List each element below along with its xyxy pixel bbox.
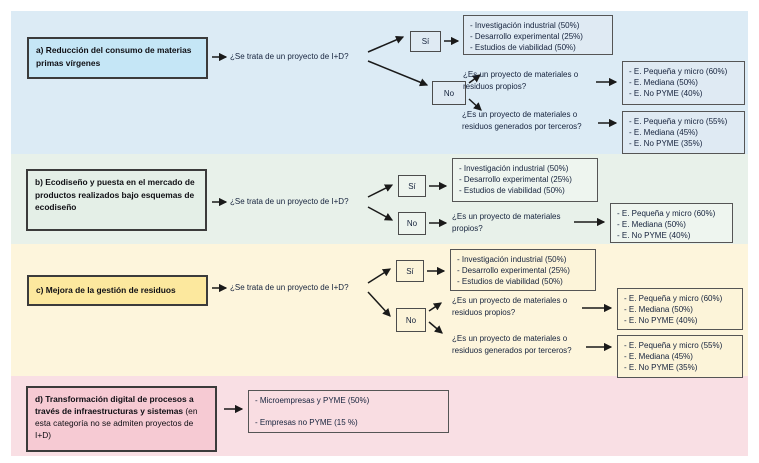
no-node-b: No — [398, 212, 426, 235]
question-isrd-c: ¿Se trata de un proyecto de I+D? — [230, 283, 349, 292]
own-aid-box-a: - E. Pequeña y micro (60%) - E. Mediana … — [622, 61, 745, 105]
aid-box-d: - Microempresas y PYME (50%) - Empresas … — [248, 390, 449, 433]
question-third-a: ¿Es un proyecto de materiales o residuos… — [462, 110, 582, 131]
no-node-c: No — [396, 308, 426, 332]
rd-aid-box-a: - Investigación industrial (50%) - Desar… — [463, 15, 613, 55]
question-isrd-a: ¿Se trata de un proyecto de I+D? — [230, 52, 349, 61]
question-isrd-b: ¿Se trata de un proyecto de I+D? — [230, 197, 349, 206]
question-own-b: ¿Es un proyecto de materiales propios? — [452, 212, 561, 233]
category-a-box: a) Reducción del consumo de materias pri… — [27, 37, 208, 79]
question-own-c: ¿Es un proyecto de materiales o residuos… — [452, 296, 568, 317]
category-d-title: d) Transformación digital de procesos a … — [35, 394, 194, 416]
question-third-c: ¿Es un proyecto de materiales o residuos… — [452, 334, 572, 355]
rd-aid-box-c: - Investigación industrial (50%) - Desar… — [450, 249, 596, 291]
yes-node-a: Sí — [410, 31, 441, 52]
category-d-box: d) Transformación digital de procesos a … — [26, 386, 217, 452]
no-node-a: No — [432, 81, 466, 105]
own-aid-box-c: - E. Pequeña y micro (60%) - E. Mediana … — [617, 288, 743, 330]
own-aid-box-b: - E. Pequeña y micro (60%) - E. Mediana … — [610, 203, 733, 243]
category-c-box: c) Mejora de la gestión de residuos — [27, 275, 208, 306]
category-d-note: (en esta categoría no se admiten proyect… — [35, 406, 198, 440]
category-b-box: b) Ecodiseño y puesta en el mercado de p… — [26, 169, 207, 231]
third-aid-box-c: - E. Pequeña y micro (55%) - E. Mediana … — [617, 335, 743, 378]
rd-aid-box-b: - Investigación industrial (50%) - Desar… — [452, 158, 598, 202]
third-aid-box-a: - E. Pequeña y micro (55%) - E. Mediana … — [622, 111, 745, 154]
question-own-a: ¿Es un proyecto de materiales o residuos… — [463, 70, 579, 91]
yes-node-b: Sí — [398, 175, 426, 197]
yes-node-c: Sí — [396, 260, 424, 282]
